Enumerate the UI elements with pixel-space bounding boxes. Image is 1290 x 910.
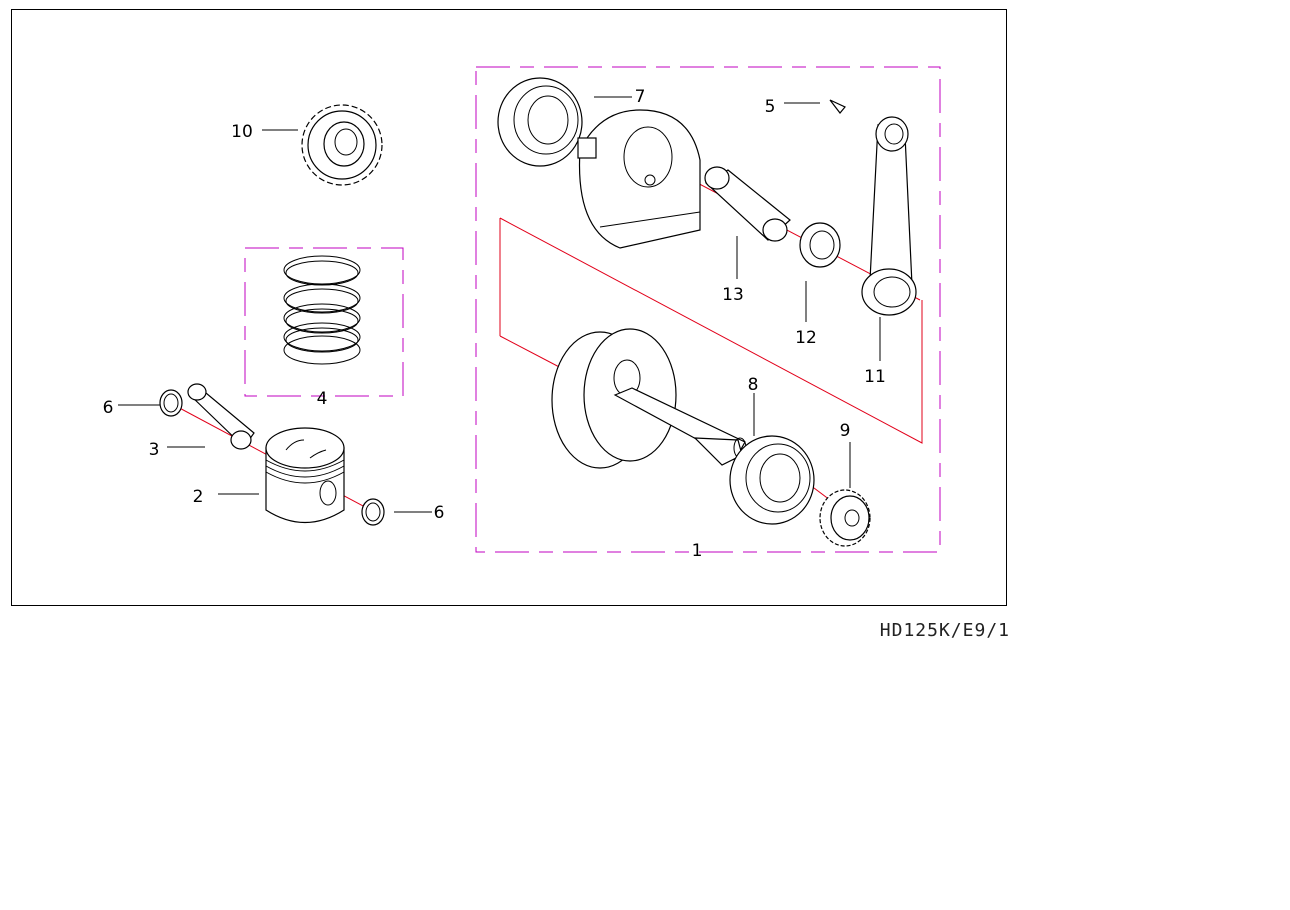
drive-gear-part-10 [301, 104, 383, 186]
woodruff-key-part-5 [829, 99, 846, 114]
callout-9: 9 [840, 421, 851, 441]
piston-pin-part-3 [187, 383, 255, 450]
callout-10: 10 [231, 122, 253, 142]
callout-2: 2 [193, 487, 204, 507]
crankshaft-assembly-box [475, 66, 941, 553]
callout-11: 11 [864, 367, 886, 387]
crank-web-upper [577, 109, 701, 249]
circlip-part-6-left [159, 389, 183, 417]
callout-8: 8 [748, 375, 759, 395]
piston-part-2 [265, 427, 345, 524]
callout-7: 7 [635, 87, 646, 107]
ball-bearing-part-8 [729, 435, 815, 525]
drawing-code: HD125K/E9/1 [879, 620, 1010, 641]
crank-pin-part-13 [704, 166, 791, 242]
primary-gear-part-9 [819, 489, 871, 547]
connecting-rod-part-11 [861, 116, 917, 316]
piston-ring-set-box [244, 247, 404, 397]
ball-bearing-part-7 [497, 77, 583, 167]
callout-4: 4 [317, 389, 328, 409]
needle-bearing-part-12 [799, 222, 841, 268]
callout-1: 1 [692, 541, 703, 561]
circlip-part-6-right [361, 498, 385, 526]
piston-rings-part-4 [283, 255, 361, 365]
callout-5: 5 [765, 97, 776, 117]
callout-3: 3 [149, 440, 160, 460]
callout-13: 13 [722, 285, 744, 305]
leader-lines [118, 96, 881, 513]
callout-12: 12 [795, 328, 817, 348]
callout-6-right: 6 [434, 503, 445, 523]
crank-web-lower [551, 328, 747, 469]
callout-6-left: 6 [103, 398, 114, 418]
